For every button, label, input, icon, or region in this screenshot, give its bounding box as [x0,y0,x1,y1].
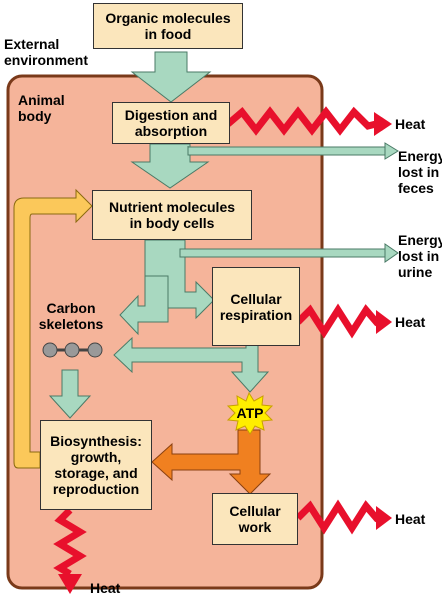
heat-label-respiration: Heat [395,314,426,330]
arrow-carbon-to-biosynthesis [48,369,92,419]
heat-label-digestion: Heat [395,116,426,132]
arrow-to-carbon-skeletons [119,275,169,336]
heat-label-work: Heat [395,511,426,527]
heat-zigzag-work [295,499,392,535]
heat-label-biosynthesis: Heat [90,580,121,596]
arrow-respiration-outputs [113,336,270,393]
arrow-atp-energy [151,429,272,495]
heat-zigzag-respiration [295,303,392,339]
carbon-ball-1 [42,342,58,358]
atp-label: ATP [236,405,264,421]
arrow-biosynthesis-to-nutrients [13,188,93,469]
carbon-ball-3 [87,342,103,358]
atp-star [226,391,274,435]
arrow-food-to-digestion [130,51,212,103]
heat-zigzag-digestion [225,106,392,136]
heat-zigzag-biosynthesis [53,507,87,594]
carbon-ball-2 [64,342,80,358]
